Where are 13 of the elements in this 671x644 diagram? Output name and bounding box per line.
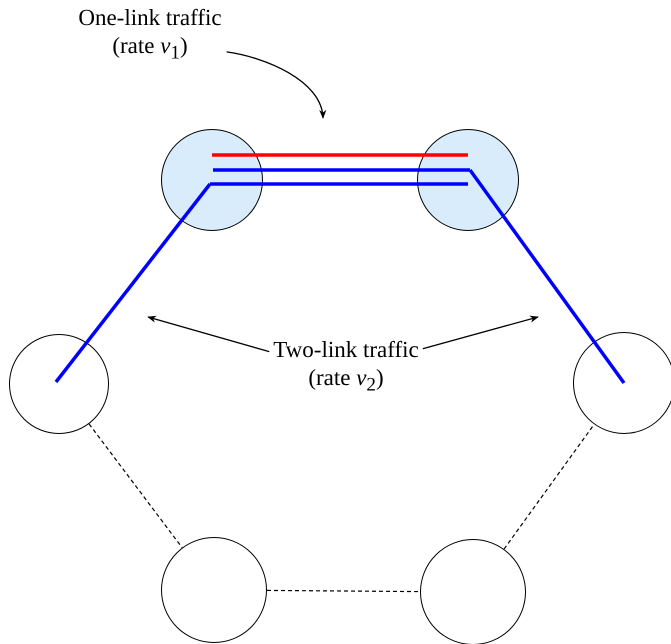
traffic-path xyxy=(210,182,468,186)
annotation-text: One-link traffic (rate ν$_{1}$) xyxy=(65,4,235,68)
traffic-path xyxy=(212,153,468,157)
leader-arrow xyxy=(147,316,270,352)
annotation-text: Two-link traffic (rate ν$_{2}$) xyxy=(256,336,436,400)
dashed-link xyxy=(88,424,183,548)
traffic-path xyxy=(468,168,626,384)
dashed-link xyxy=(504,424,595,550)
traffic-path xyxy=(213,168,470,172)
dashed-link xyxy=(267,590,420,592)
traffic-path xyxy=(54,182,212,384)
leader-arrow xyxy=(226,51,326,119)
leader-arrow xyxy=(422,316,539,350)
